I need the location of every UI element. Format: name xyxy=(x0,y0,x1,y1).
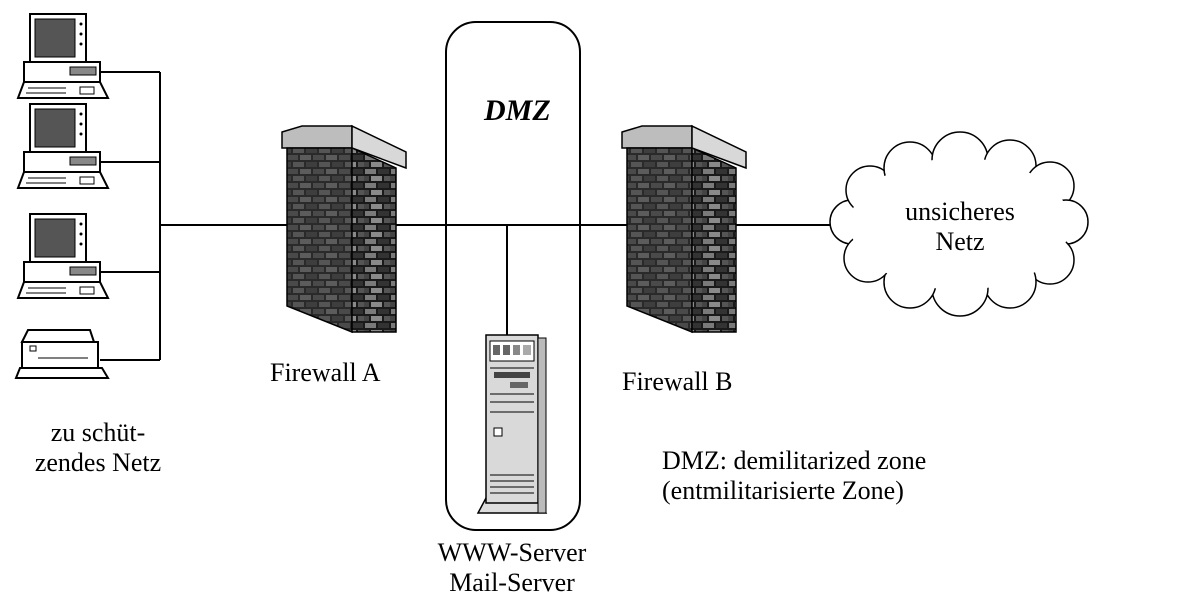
protected-network-label: zu schüt- zendes Netz xyxy=(18,418,178,478)
insecure-network-label: unsicheres Netz xyxy=(890,197,1030,257)
dmz-label: DMZ xyxy=(484,94,551,127)
firewall-b-label: Firewall B xyxy=(622,367,733,396)
protected-network-line-2: zendes Netz xyxy=(34,448,162,477)
firewall-a-icon xyxy=(281,124,407,334)
dmz-note-line-1: DMZ: demilitarized zone xyxy=(662,446,927,475)
server-label: WWW-Server Mail-Server xyxy=(412,538,612,598)
server-icon xyxy=(476,334,548,514)
computer-icon xyxy=(16,213,110,299)
insecure-network-line-2: Netz xyxy=(935,227,985,256)
firewall-b-icon xyxy=(621,124,747,334)
server-label-line-2: Mail-Server xyxy=(449,568,575,597)
computer-icon xyxy=(16,13,110,99)
dmz-note: DMZ: demilitarized zone (entmilitarisier… xyxy=(662,446,926,506)
computer-icon xyxy=(16,103,110,189)
server-label-line-1: WWW-Server xyxy=(437,538,587,567)
main-network-line xyxy=(160,224,835,335)
firewall-a-label: Firewall A xyxy=(270,358,381,387)
dmz-zone xyxy=(445,21,581,531)
protected-network-bus xyxy=(100,71,161,361)
protected-network-line-1: zu schüt- xyxy=(50,418,146,447)
dmz-note-line-2: (entmilitarisierte Zone) xyxy=(662,476,904,505)
insecure-network-line-1: unsicheres xyxy=(905,197,1015,226)
cloud-icon xyxy=(829,131,1089,317)
printer-icon xyxy=(14,329,110,379)
